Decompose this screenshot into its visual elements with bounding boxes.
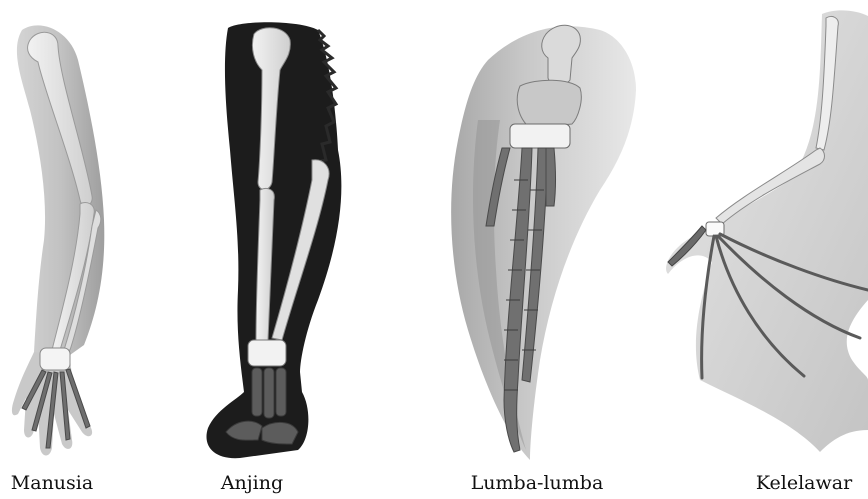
human-carpal-bones — [40, 348, 70, 370]
dolphin-radius-ulna-bones — [517, 80, 581, 128]
caption-dolphin: Lumba-lumba — [448, 470, 626, 496]
dolphin-flipper-illustration — [451, 25, 636, 460]
dog-carpal-bones — [248, 340, 286, 366]
dog-leg-illustration — [206, 22, 341, 458]
human-arm-illustration — [12, 25, 104, 455]
caption-dog: Anjing — [200, 470, 304, 496]
caption-human: Manusia — [0, 470, 104, 496]
dolphin-carpal-bones — [510, 124, 570, 148]
bat-wing-membrane — [666, 10, 868, 452]
bat-wing-illustration — [666, 10, 868, 452]
caption-bat: Kelelawar — [740, 470, 868, 496]
